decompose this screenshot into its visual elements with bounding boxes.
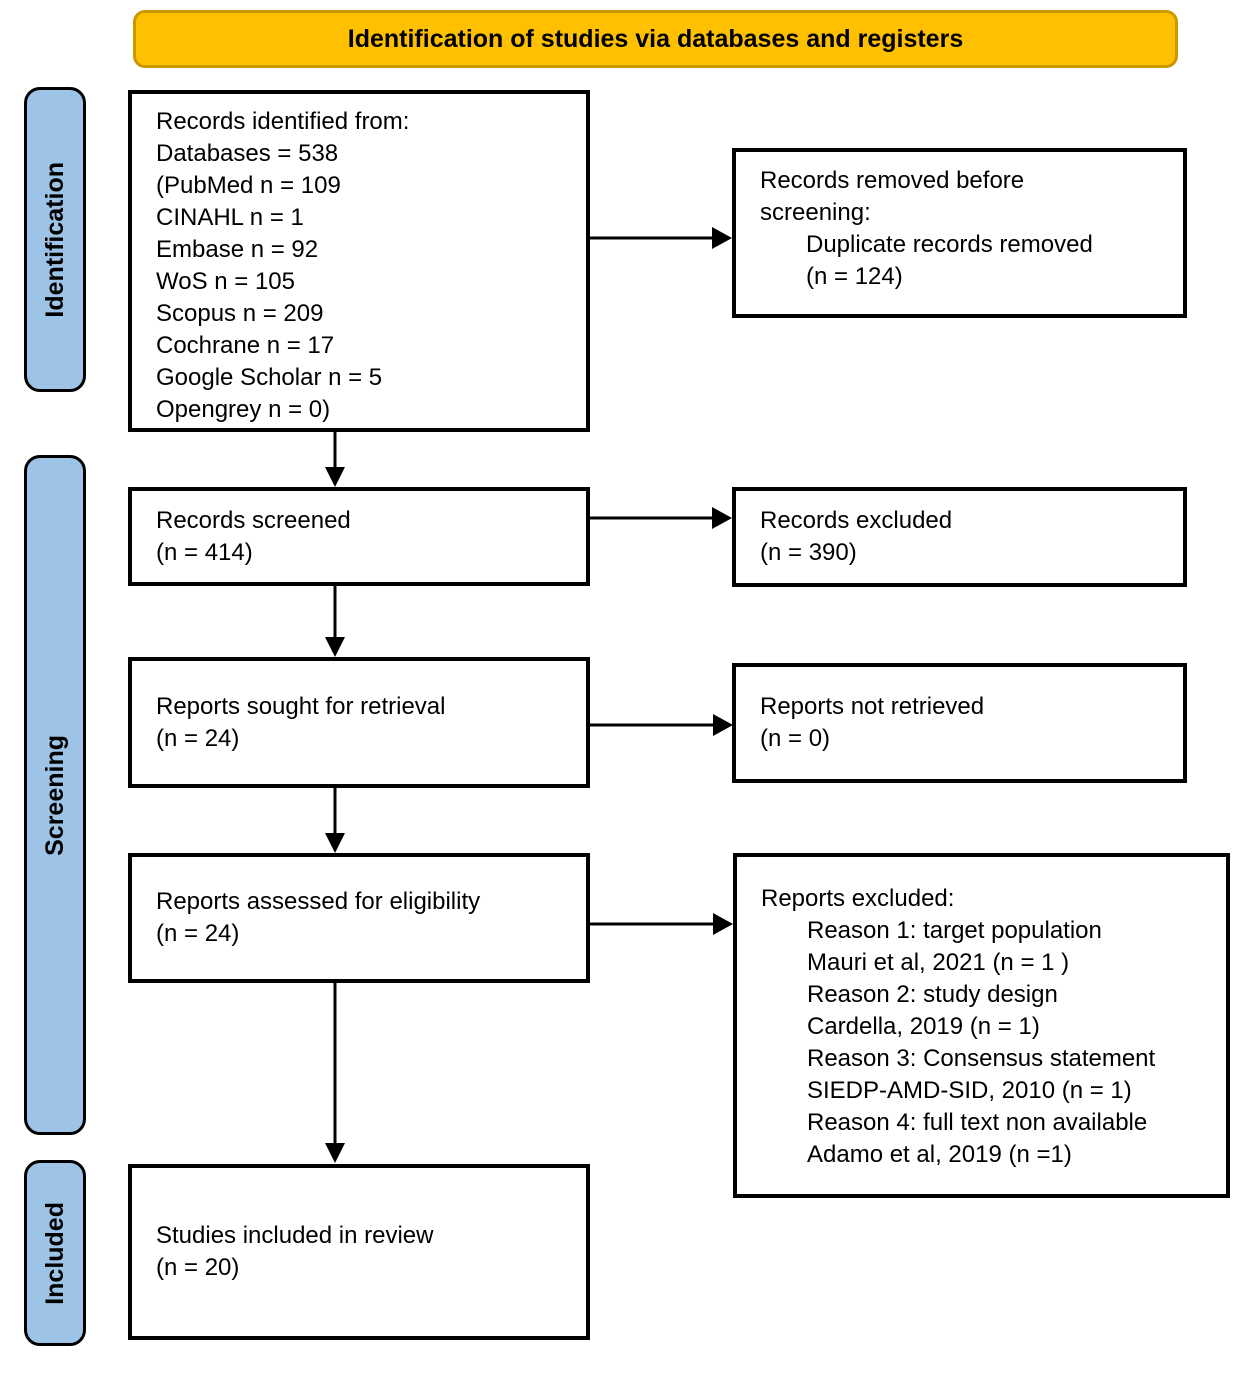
box-records-identified: Records identified from: Databases = 538…	[128, 90, 590, 432]
stage-identification-label: Identification	[40, 161, 69, 318]
box-text-line: Reason 3: Consensus statement	[807, 1045, 1156, 1072]
stage-screening-label: Screening	[40, 734, 69, 856]
box-text-line: Studies included in review	[156, 1222, 434, 1249]
arrow-screened-to-sought	[325, 586, 345, 657]
box-text-line: Records removed before	[760, 167, 1025, 194]
box-text-line: Embase n = 92	[156, 236, 319, 263]
arrow-sought-to-not-retrieved	[590, 714, 733, 736]
box-text-line: Cochrane n = 17	[156, 332, 335, 359]
title-banner-label: Identification of studies via databases …	[347, 24, 964, 53]
arrow-assessed-to-reports-excluded	[590, 913, 733, 935]
box-text-line: Reason 4: full text non available	[807, 1109, 1148, 1136]
box-text-line: Reports excluded:	[761, 885, 955, 912]
box-reports-sought-for-retrieval: Reports sought for retrieval (n = 24)	[128, 657, 590, 788]
box-records-removed-before-screening: Records removed before screening: Duplic…	[732, 148, 1187, 318]
box-text-line: Records identified from:	[156, 108, 410, 135]
box-text-line: (n = 0)	[760, 725, 831, 752]
arrow-identified-to-removed	[590, 227, 732, 249]
box-reports-excluded: Reports excluded: Reason 1: target popul…	[733, 853, 1230, 1198]
box-text-line: (n = 390)	[760, 539, 857, 566]
box-text-line: (PubMed n = 109	[156, 172, 341, 199]
box-text-line: (n = 124)	[806, 263, 903, 290]
arrow-assessed-to-included	[325, 983, 345, 1163]
box-text-line: Reports assessed for eligibility	[156, 888, 481, 915]
box-text-line: CINAHL n = 1	[156, 204, 304, 231]
box-text-line: Cardella, 2019 (n = 1)	[807, 1013, 1040, 1040]
box-reports-assessed-for-eligibility: Reports assessed for eligibility (n = 24…	[128, 853, 590, 983]
box-text-line: (n = 20)	[156, 1254, 240, 1281]
stage-included-label: Included	[40, 1201, 69, 1305]
box-text-line: Adamo et al, 2019 (n =1)	[807, 1141, 1072, 1168]
stage-identification: Identification	[24, 87, 86, 392]
box-text-line: (n = 24)	[156, 724, 240, 752]
box-text-line: (n = 24)	[156, 920, 240, 947]
arrow-sought-to-assessed	[325, 787, 345, 853]
box-text-line: Reason 2: study design	[807, 981, 1058, 1008]
arrow-screened-to-excluded	[590, 507, 732, 529]
box-text-line: Records excluded	[760, 507, 953, 534]
stage-included: Included	[24, 1160, 86, 1346]
box-text-line: Reason 1: target population	[807, 917, 1102, 944]
box-text-line: WoS n = 105	[156, 268, 295, 295]
arrow-identified-to-screened	[325, 432, 345, 487]
box-text-line: Records screened	[156, 506, 351, 534]
stage-screening: Screening	[24, 455, 86, 1135]
box-text-line: (n = 414)	[156, 538, 253, 566]
box-text-line: Reports not retrieved	[760, 693, 985, 720]
box-text-line: Mauri et al, 2021 (n = 1 )	[807, 949, 1070, 976]
box-text-line: Scopus n = 209	[156, 300, 324, 327]
box-text-line: screening:	[760, 199, 871, 226]
box-text-line: Google Scholar n = 5	[156, 364, 383, 391]
box-studies-included-in-review: Studies included in review (n = 20)	[128, 1164, 590, 1340]
title-banner: Identification of studies via databases …	[133, 10, 1178, 68]
box-text-line: Opengrey n = 0)	[156, 396, 331, 423]
box-text-line: Reports sought for retrieval	[156, 692, 446, 720]
box-reports-not-retrieved: Reports not retrieved (n = 0)	[732, 663, 1187, 783]
box-text-line: Duplicate records removed	[806, 231, 1093, 258]
box-records-screened: Records screened (n = 414)	[128, 487, 590, 586]
box-records-excluded: Records excluded (n = 390)	[732, 487, 1187, 587]
box-text-line: Databases = 538	[156, 140, 339, 167]
box-text-line: SIEDP-AMD-SID, 2010 (n = 1)	[807, 1077, 1132, 1104]
